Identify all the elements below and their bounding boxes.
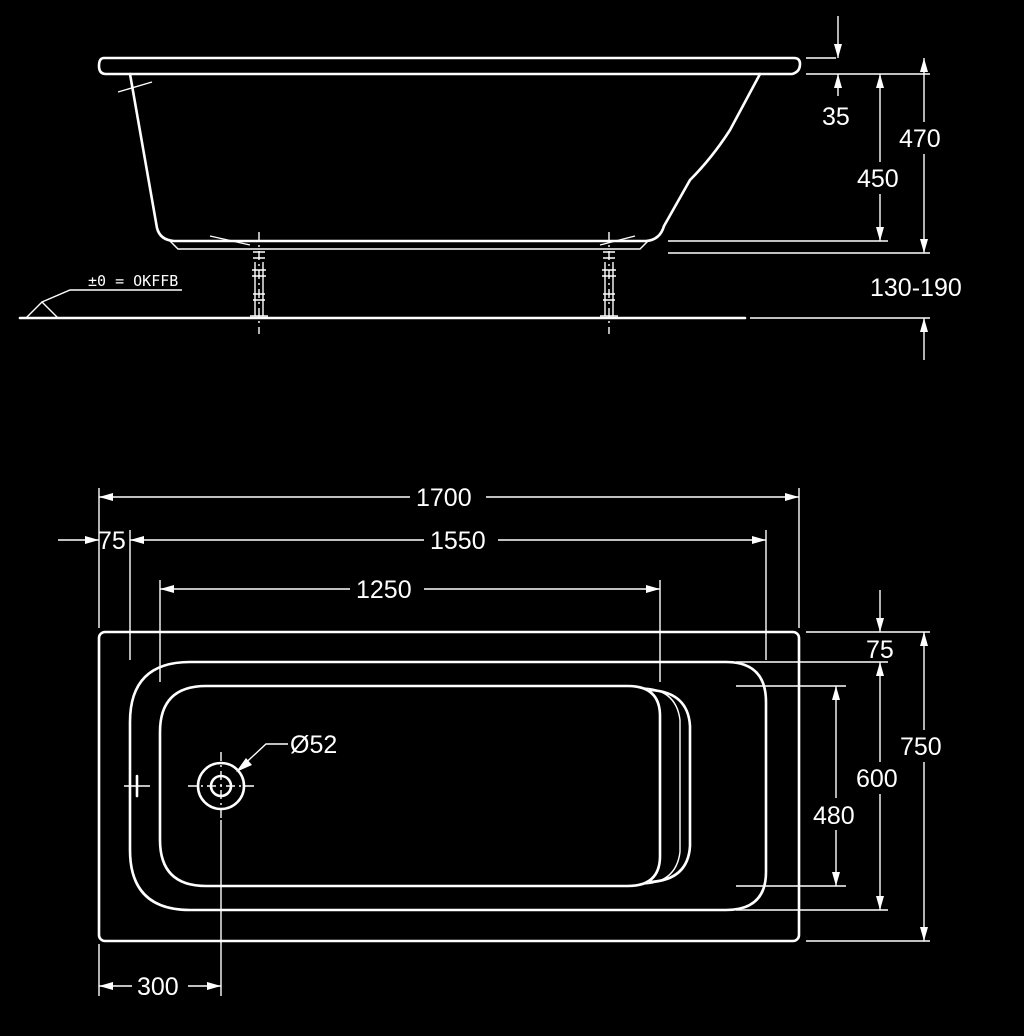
dim-rim-thickness: 35 bbox=[822, 16, 850, 131]
svg-text:35: 35 bbox=[822, 103, 850, 131]
top-backrest-contour-2 bbox=[648, 688, 692, 884]
svg-text:1700: 1700 bbox=[416, 484, 472, 512]
dim-inner-length: 1550 bbox=[130, 527, 766, 555]
floor-level-symbol bbox=[25, 289, 182, 319]
floor-level-label: ±0 = OKFFB bbox=[88, 272, 178, 290]
dim-inner-width: 600 bbox=[856, 662, 898, 910]
svg-text:130-190: 130-190 bbox=[870, 274, 962, 302]
svg-text:450: 450 bbox=[857, 165, 899, 193]
top-view: Ø52 1700 75 1550 1250 bbox=[58, 484, 942, 1001]
side-rim bbox=[97, 56, 802, 76]
side-overflow-mark bbox=[117, 81, 153, 93]
dim-rim-offset-left: 75 bbox=[58, 527, 126, 555]
dim-height: 470 bbox=[899, 58, 941, 253]
svg-text:300: 300 bbox=[137, 973, 179, 1001]
svg-text:480: 480 bbox=[813, 802, 855, 830]
side-tub-base-inner bbox=[209, 235, 636, 246]
side-tub-base bbox=[169, 240, 649, 250]
top-outer-rim bbox=[97, 630, 801, 943]
dim-overall-length: 1700 bbox=[99, 484, 799, 512]
drain-diameter-label: Ø52 bbox=[290, 731, 337, 759]
svg-text:75: 75 bbox=[866, 636, 894, 664]
dim-depth: 450 bbox=[857, 74, 899, 241]
svg-text:470: 470 bbox=[899, 125, 941, 153]
dim-overall-width: 750 bbox=[900, 632, 942, 941]
dim-leg-height: 130-190 bbox=[870, 274, 962, 360]
svg-text:1550: 1550 bbox=[430, 527, 486, 555]
svg-text:600: 600 bbox=[856, 765, 898, 793]
dim-drain-offset: 300 bbox=[99, 973, 221, 1001]
top-inner-rim bbox=[128, 660, 768, 912]
dim-bottom-width: 480 bbox=[813, 686, 855, 886]
top-bottom-area bbox=[158, 684, 662, 888]
svg-text:750: 750 bbox=[900, 733, 942, 761]
dim-rim-offset-top: 75 bbox=[866, 590, 894, 664]
svg-text:75: 75 bbox=[98, 527, 126, 555]
drain-symbol: Ø52 bbox=[188, 731, 337, 820]
side-view: ±0 = OKFFB 35 450 470 130-190 bbox=[18, 16, 962, 360]
side-tub-body bbox=[128, 72, 762, 243]
svg-text:1250: 1250 bbox=[356, 576, 412, 604]
dim-bottom-length: 1250 bbox=[160, 576, 660, 604]
